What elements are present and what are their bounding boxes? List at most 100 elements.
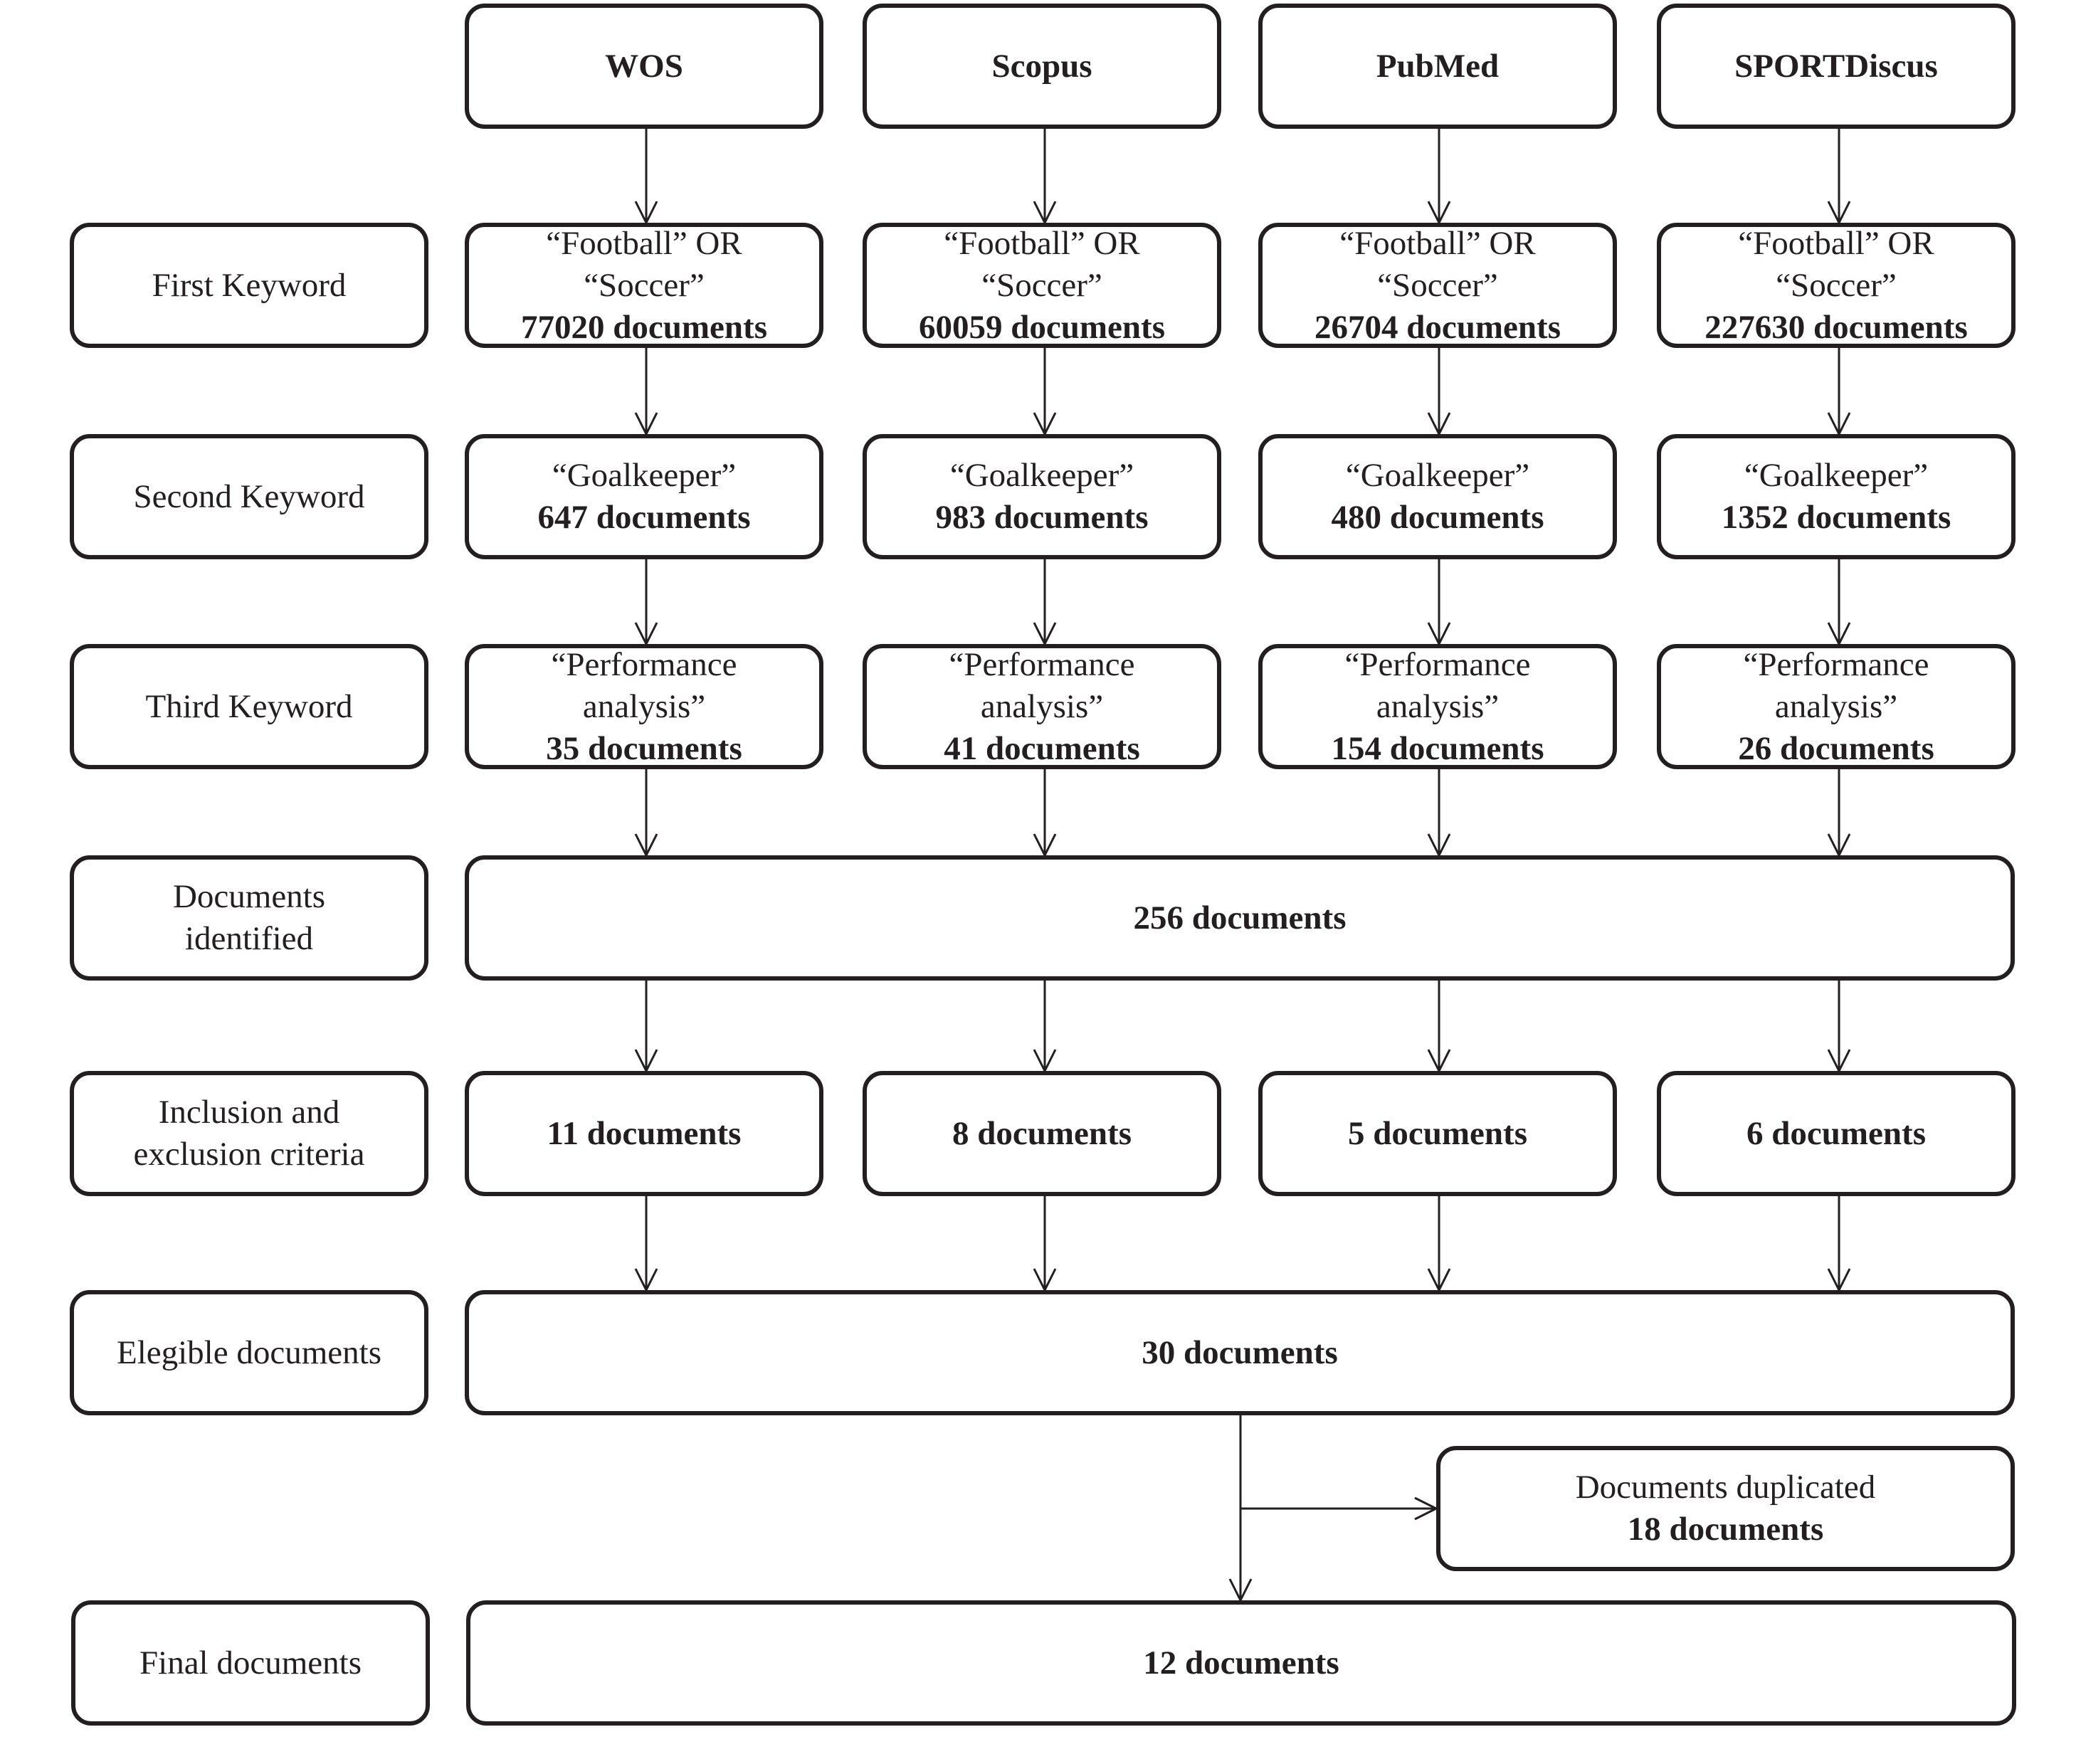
arrow-kw2-to-kw3-sportdiscus-head-left	[1827, 622, 1840, 645]
arrow-inc-to-elig-wos-head-left	[634, 1268, 648, 1291]
first-keyword-sportdiscus-text-3: 227630 documents	[1704, 308, 1968, 346]
inclusion-scopus-text-1: 8 documents	[952, 1114, 1132, 1152]
inclusion-scopus: 8 documents	[863, 1071, 1221, 1196]
arrow-db-to-kw1-wos-head-right	[645, 201, 658, 223]
database-scopus-text-1: Scopus	[991, 47, 1092, 85]
arrow-db-to-kw1-wos-head-left	[634, 201, 648, 223]
arrow-inc-to-elig-wos-head-right	[645, 1268, 658, 1291]
third-keyword-wos-text-1: “Performance	[551, 645, 737, 683]
arrow-kw3-to-id-sportdiscus-head-right	[1838, 833, 1851, 856]
row-label-eligible-documents-text-1: Elegible documents	[117, 1333, 381, 1371]
database-pubmed: PubMed	[1258, 4, 1617, 129]
arrow-kw1-to-kw2-scopus-head-left	[1033, 412, 1046, 435]
arrow-kw3-to-id-sportdiscus-head-left	[1827, 833, 1840, 856]
row-label-second-keyword: Second Keyword	[70, 434, 428, 559]
second-keyword-pubmed-text-2: 480 documents	[1331, 499, 1544, 536]
first-keyword-pubmed-text-1: “Football” OR	[1339, 224, 1536, 262]
second-keyword-sportdiscus-text-1: “Goalkeeper”	[1744, 457, 1929, 494]
arrow-eligible-to-final-head-right	[1239, 1578, 1253, 1601]
third-keyword-pubmed-text-3: 154 documents	[1331, 729, 1544, 767]
third-keyword-pubmed-text-2: analysis”	[1376, 687, 1500, 725]
arrow-kw3-to-id-pubmed-head-left	[1427, 833, 1440, 856]
arrow-id-to-inc-pubmed-head-right	[1438, 1049, 1451, 1072]
arrow-to-duplicated-head-down	[1414, 1507, 1437, 1521]
second-keyword-sportdiscus-text-2: 1352 documents	[1721, 499, 1951, 536]
second-keyword-scopus: “Goalkeeper”983 documents	[863, 434, 1221, 559]
first-keyword-wos-text-3: 77020 documents	[521, 308, 767, 346]
second-keyword-scopus-text-2: 983 documents	[935, 499, 1149, 536]
arrow-eligible-to-final-head-left	[1228, 1578, 1242, 1601]
database-sportdiscus-text-1: SPORTDiscus	[1734, 47, 1938, 85]
arrow-id-to-inc-scopus-head-right	[1043, 1049, 1057, 1072]
arrow-kw3-to-id-scopus-head-left	[1033, 833, 1046, 856]
third-keyword-scopus-text-2: analysis”	[980, 687, 1104, 725]
arrow-kw2-to-kw3-scopus-head-right	[1043, 622, 1057, 645]
third-keyword-scopus-text-3: 41 documents	[944, 729, 1140, 767]
second-keyword-wos: “Goalkeeper” 647 documents	[465, 434, 823, 559]
second-keyword-pubmed-text-1: “Goalkeeper”	[1345, 457, 1530, 494]
arrow-kw2-to-kw3-pubmed-head-left	[1427, 622, 1440, 645]
database-pubmed-text-1: PubMed	[1376, 47, 1500, 85]
documents-duplicated-box: Documents duplicated 18 documents	[1436, 1446, 2015, 1571]
arrow-kw3-to-id-pubmed-head-right	[1438, 833, 1451, 856]
second-keyword-wos-text-2: 647 documents	[537, 499, 751, 536]
first-keyword-pubmed: “Football” OR “Soccer” 26704 documents	[1258, 223, 1617, 348]
arrow-inc-to-elig-scopus-head-right	[1043, 1268, 1057, 1291]
first-keyword-sportdiscus-text-2: “Soccer”	[1776, 266, 1897, 304]
arrow-db-to-kw1-pubmed-head-left	[1427, 201, 1440, 223]
eligible-documents-box-text-1: 30 documents	[1142, 1333, 1338, 1371]
arrow-kw1-to-kw2-wos-head-left	[634, 412, 648, 435]
row-label-inclusion-exclusion-text-2: exclusion criteria	[133, 1136, 365, 1173]
first-keyword-wos: “Football” OR“Soccer”77020 documents	[465, 223, 823, 348]
third-keyword-sportdiscus-text-2: analysis”	[1774, 687, 1898, 725]
eligible-documents-box: 30 documents	[465, 1290, 2015, 1415]
second-keyword-wos-text-1: “Goalkeeper”	[552, 457, 737, 494]
arrow-db-to-kw1-scopus-head-left	[1033, 201, 1046, 223]
row-label-third-keyword: Third Keyword	[70, 644, 428, 769]
inclusion-sportdiscus: 6 documents	[1657, 1071, 2016, 1196]
database-scopus: Scopus	[863, 4, 1221, 129]
row-label-inclusion-exclusion-text-1: Inclusion and	[158, 1094, 340, 1131]
arrow-db-to-kw1-sportdiscus-head-right	[1838, 201, 1851, 223]
arrow-kw1-to-kw2-pubmed-head-right	[1438, 412, 1451, 435]
arrow-inc-to-elig-sportdiscus-head-right	[1838, 1268, 1851, 1291]
arrow-db-to-kw1-pubmed-head-right	[1438, 201, 1451, 223]
arrow-id-to-inc-sportdiscus-head-left	[1827, 1049, 1840, 1072]
row-label-first-keyword: First Keyword	[70, 223, 428, 348]
third-keyword-scopus: “Performance analysis” 41 documents	[863, 644, 1221, 769]
inclusion-wos-text-1: 11 documents	[547, 1114, 742, 1152]
first-keyword-pubmed-text-3: 26704 documents	[1314, 308, 1561, 346]
arrow-kw2-to-kw3-wos-head-left	[634, 622, 648, 645]
arrow-id-to-inc-sportdiscus-head-right	[1838, 1049, 1851, 1072]
row-label-eligible-documents: Elegible documents	[70, 1290, 428, 1415]
inclusion-wos: 11 documents	[465, 1071, 823, 1196]
inclusion-pubmed-text-1: 5 documents	[1348, 1114, 1527, 1152]
arrow-kw3-to-id-wos-head-right	[645, 833, 658, 856]
arrow-id-to-inc-wos-head-right	[645, 1049, 658, 1072]
database-wos-text-1: WOS	[605, 47, 683, 85]
first-keyword-scopus-text-1: “Football” OR	[944, 224, 1140, 262]
arrow-inc-to-elig-sportdiscus-head-left	[1827, 1268, 1840, 1291]
arrow-kw2-to-kw3-wos-head-right	[645, 622, 658, 645]
documents-identified-box-text-1: 256 documents	[1133, 899, 1347, 936]
database-wos: WOS	[465, 4, 823, 129]
first-keyword-sportdiscus: “Football” OR “Soccer” 227630 documents	[1657, 223, 2016, 348]
third-keyword-scopus-text-1: “Performance	[949, 645, 1135, 683]
first-keyword-sportdiscus-text-1: “Football” OR	[1738, 224, 1934, 262]
row-label-first-keyword-text-1: First Keyword	[152, 266, 347, 304]
row-label-final-documents: Final documents	[71, 1600, 430, 1726]
arrow-to-duplicated-head-up	[1414, 1496, 1437, 1510]
row-label-final-documents-text-1: Final documents	[139, 1644, 362, 1681]
arrow-id-to-inc-scopus-head-left	[1033, 1049, 1046, 1072]
first-keyword-pubmed-text-2: “Soccer”	[1377, 266, 1498, 304]
arrow-inc-to-elig-pubmed-head-left	[1427, 1268, 1440, 1291]
arrow-id-to-inc-pubmed-head-left	[1427, 1049, 1440, 1072]
documents-duplicated-box-text-2: 18 documents	[1627, 1511, 1824, 1548]
first-keyword-wos-text-1: “Football” OR	[546, 224, 742, 262]
documents-duplicated-box-text-1: Documents duplicated	[1575, 1469, 1876, 1506]
